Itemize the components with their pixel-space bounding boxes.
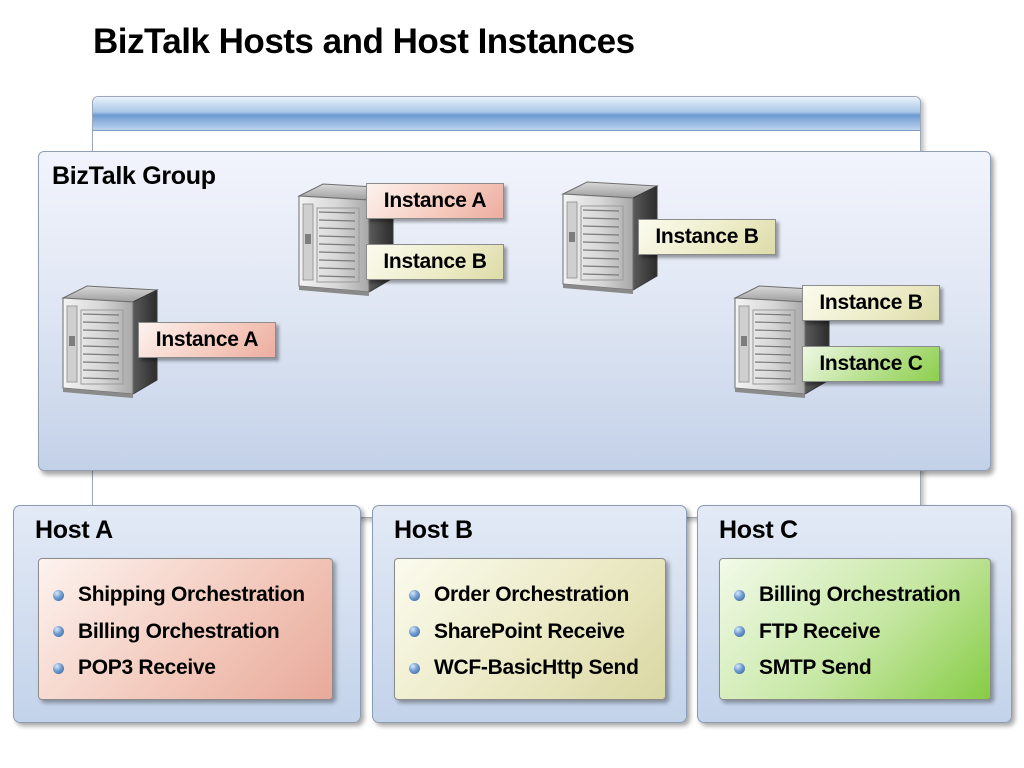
list-item: Shipping Orchestration	[39, 577, 332, 614]
instance-label: Instance C	[802, 346, 940, 382]
bullet-sphere-icon	[53, 662, 64, 674]
instance-label: Instance B	[638, 219, 776, 255]
back-panel-header-bar	[93, 97, 920, 131]
list-item: SMTP Send	[720, 650, 990, 687]
list-item: Billing Orchestration	[720, 577, 990, 614]
instance-label: Instance B	[366, 244, 504, 280]
instance-label: Instance B	[802, 285, 940, 321]
list-item: POP3 Receive	[39, 650, 332, 687]
bullet-sphere-icon	[53, 626, 64, 638]
bullet-sphere-icon	[409, 626, 420, 638]
host-panel-a: Host A Shipping Orchestration Billing Or…	[13, 505, 361, 723]
host-label: Host A	[35, 516, 113, 544]
host-items-box: Billing Orchestration FTP Receive SMTP S…	[719, 558, 991, 700]
list-item: Billing Orchestration	[39, 614, 332, 651]
list-item: Order Orchestration	[395, 577, 665, 614]
slide-title: BizTalk Hosts and Host Instances	[93, 22, 635, 61]
host-items-box: Order Orchestration SharePoint Receive W…	[394, 558, 666, 700]
bullet-sphere-icon	[409, 589, 420, 601]
instance-label: Instance A	[366, 183, 504, 219]
list-item: SharePoint Receive	[395, 614, 665, 651]
host-label: Host C	[719, 516, 798, 544]
bullet-sphere-icon	[734, 662, 745, 674]
biztalk-group-panel: BizTalk Group Instance A Instance A Inst…	[38, 151, 991, 471]
group-label: BizTalk Group	[52, 162, 216, 190]
host-panel-b: Host B Order Orchestration SharePoint Re…	[372, 505, 687, 723]
host-panel-c: Host C Billing Orchestration FTP Receive…	[697, 505, 1012, 723]
bullet-sphere-icon	[53, 589, 64, 601]
bullet-sphere-icon	[734, 589, 745, 601]
host-items-box: Shipping Orchestration Billing Orchestra…	[38, 558, 333, 700]
list-item: WCF-BasicHttp Send	[395, 650, 665, 687]
bullet-sphere-icon	[409, 662, 420, 674]
bullet-sphere-icon	[734, 626, 745, 638]
list-item: FTP Receive	[720, 614, 990, 651]
host-label: Host B	[394, 516, 473, 544]
instance-label: Instance A	[138, 322, 276, 358]
